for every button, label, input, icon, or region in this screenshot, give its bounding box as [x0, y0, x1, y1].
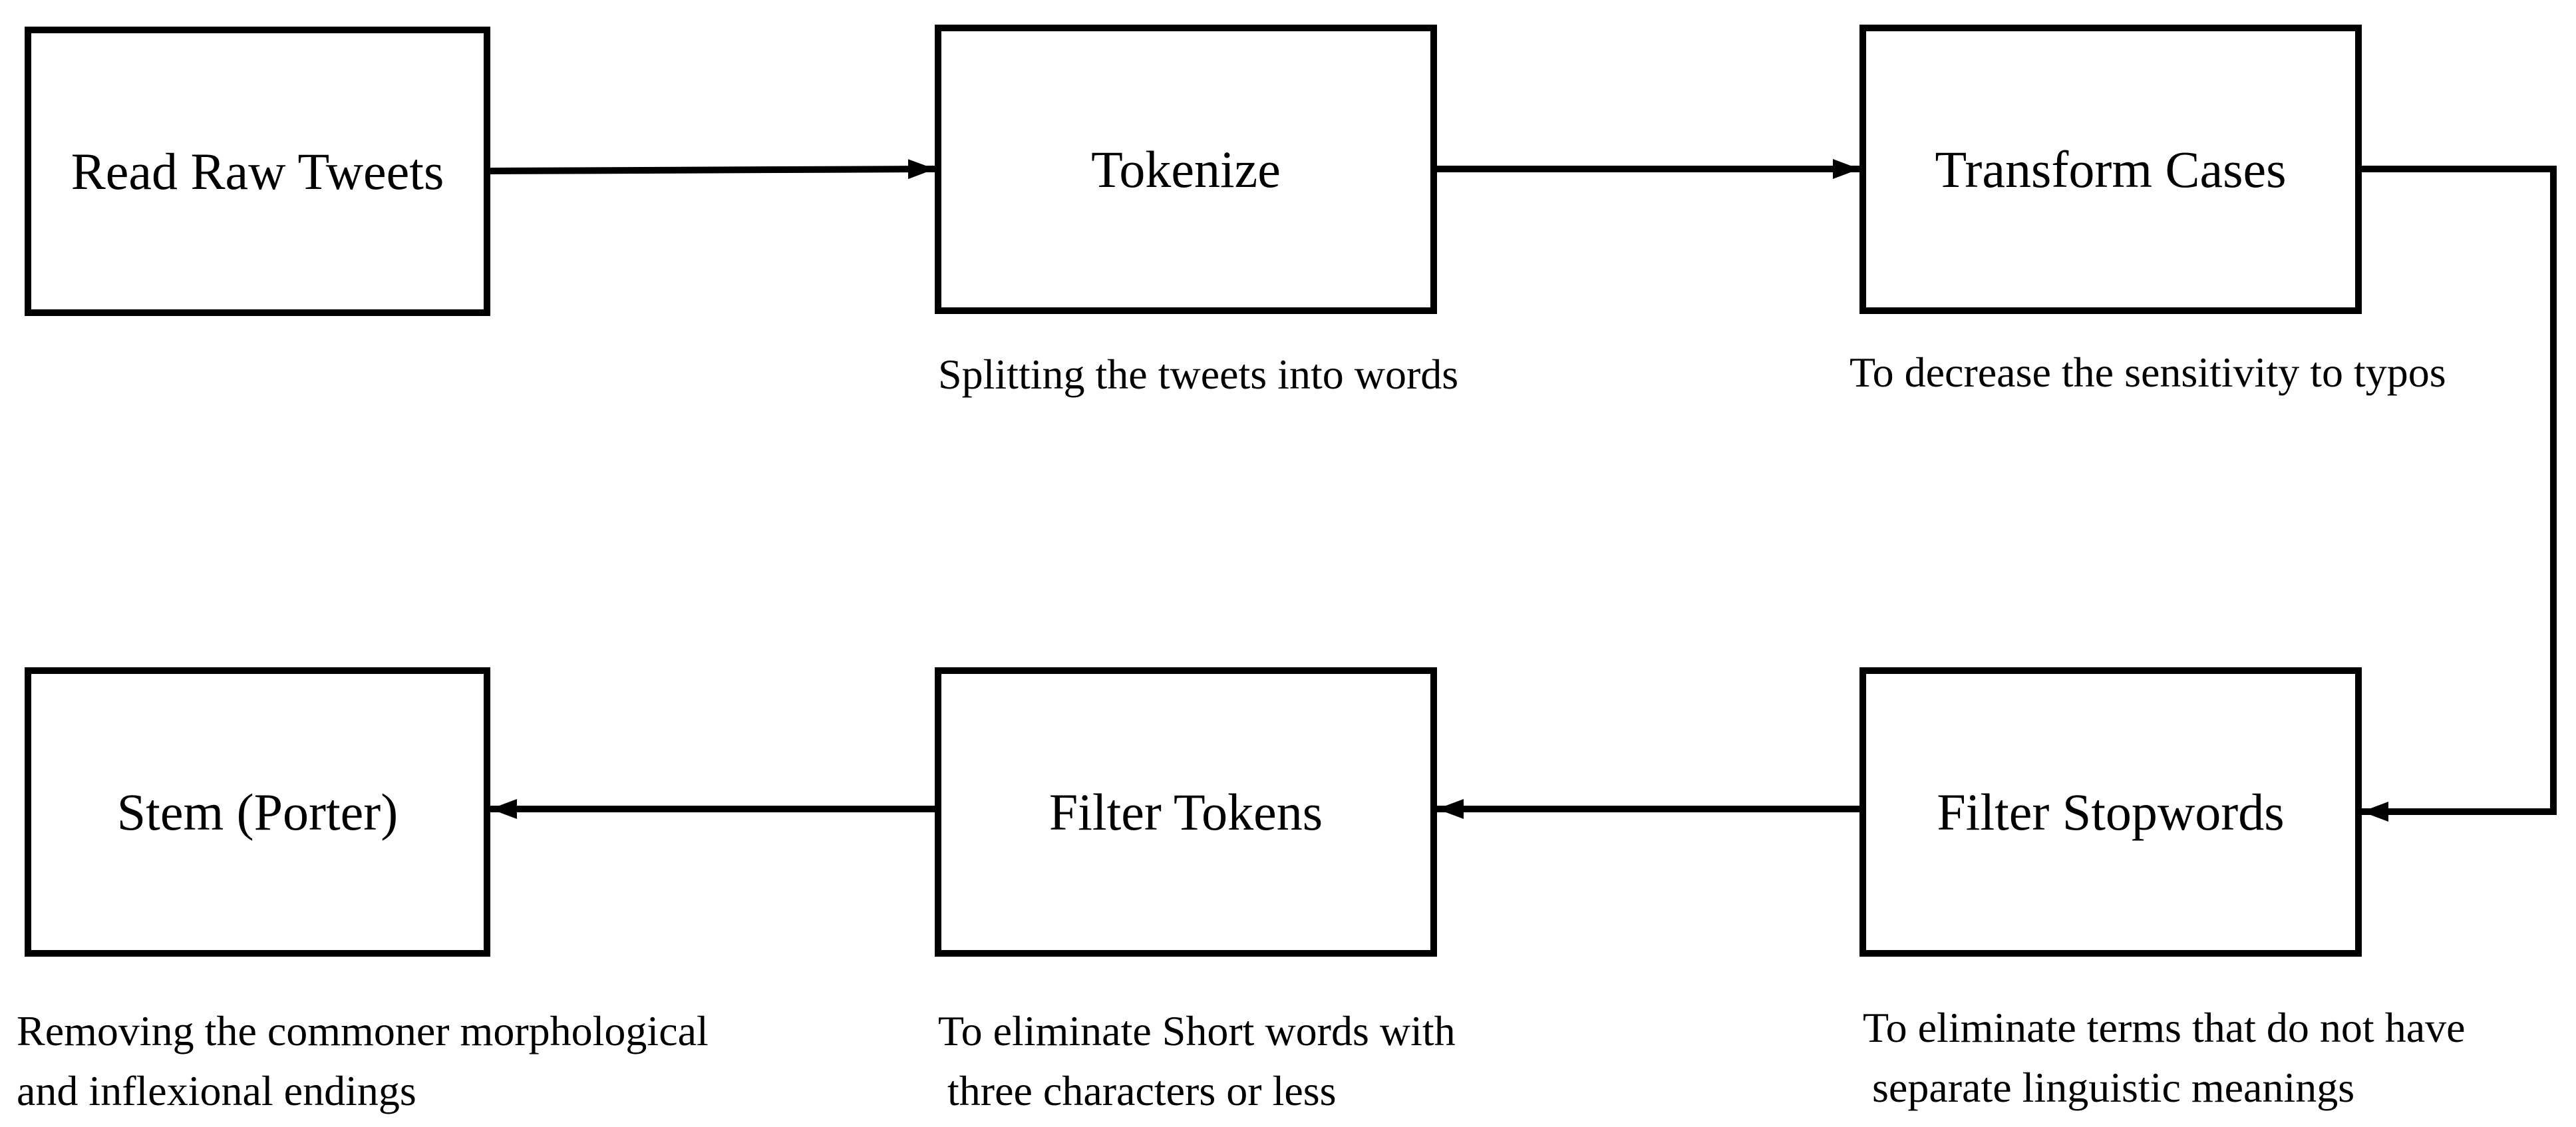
- node-read-raw-tweets: Read Raw Tweets: [25, 27, 490, 316]
- caption-line: and inflexional endings: [17, 1067, 416, 1114]
- caption-line: Removing the commoner morphological: [17, 1007, 709, 1054]
- node-label: Stem (Porter): [116, 782, 399, 841]
- caption-filter-stopwords: To eliminate terms that do not have sepa…: [1863, 998, 2466, 1118]
- caption-tokenize: Splitting the tweets into words: [938, 345, 1458, 404]
- caption-line: To eliminate Short words with: [938, 1007, 1456, 1054]
- caption-line: three characters or less: [947, 1067, 1337, 1114]
- node-stem-porter: Stem (Porter): [25, 667, 490, 957]
- node-label: Read Raw Tweets: [71, 142, 444, 200]
- arrow-read-to-tokenize: [490, 159, 935, 180]
- node-filter-stopwords: Filter Stopwords: [1859, 667, 2362, 957]
- node-label: Filter Tokens: [1048, 782, 1323, 841]
- node-label: Filter Stopwords: [1937, 782, 2285, 841]
- node-transform-cases: Transform Cases: [1859, 25, 2362, 314]
- node-filter-tokens: Filter Tokens: [935, 667, 1437, 957]
- caption-line: To eliminate terms that do not have: [1863, 1004, 2466, 1051]
- caption-transform-cases: To decrease the sensitivity to typos: [1850, 343, 2446, 402]
- caption-line: Splitting the tweets into words: [938, 351, 1459, 398]
- node-label: Tokenize: [1091, 140, 1281, 198]
- node-tokenize: Tokenize: [935, 25, 1437, 314]
- arrow-transform-to-stopwords: [2362, 166, 2557, 822]
- caption-line: To decrease the sensitivity to typos: [1850, 349, 2446, 396]
- caption-line: separate linguistic meanings: [1872, 1064, 2355, 1111]
- node-label: Transform Cases: [1935, 140, 2287, 198]
- caption-stem: Removing the commoner morphological and …: [17, 1001, 709, 1121]
- caption-filter-tokens: To eliminate Short words with three char…: [938, 1001, 1456, 1121]
